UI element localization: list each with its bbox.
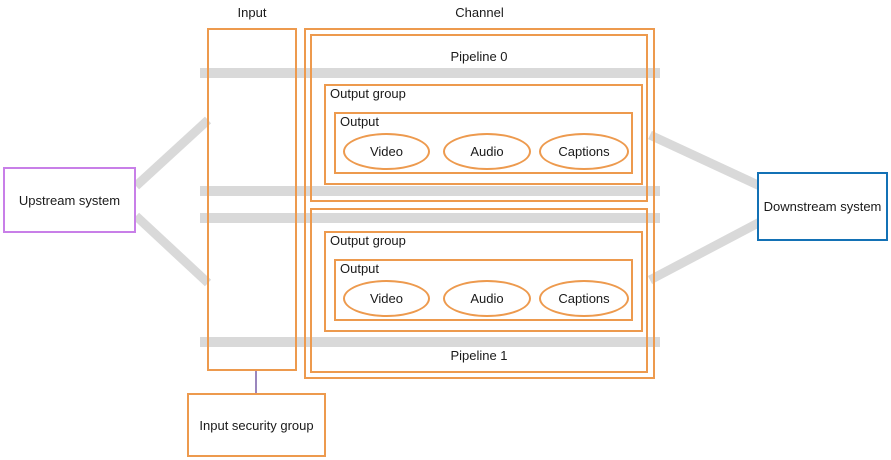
pipeline-0-stream-video[interactable]: Video (343, 133, 430, 170)
input-security-group-label: Input security group (199, 417, 314, 433)
pipeline-0-stream-captions[interactable]: Captions (539, 133, 629, 170)
downstream-system-label: Downstream system (763, 199, 882, 214)
pipeline-0-output-box[interactable] (334, 112, 633, 174)
wire-upstream-to-pipeline0 (132, 116, 212, 190)
pipeline-0-label: Pipeline 0 (450, 49, 508, 64)
pipeline-0-stream-audio[interactable]: Audio (443, 133, 531, 170)
wire-pipeline0-to-downstream (648, 130, 762, 191)
pipeline-1-output-box[interactable] (334, 259, 633, 321)
downstream-system-box[interactable] (757, 172, 888, 241)
input-box[interactable] (207, 28, 297, 371)
pipeline-1-label: Pipeline 1 (450, 348, 508, 363)
pipeline-0-output-label: Output (338, 114, 382, 129)
input-heading: Input (237, 5, 267, 20)
pipeline-1-stream-video[interactable]: Video (343, 280, 430, 317)
channel-box[interactable] (304, 28, 655, 379)
pipeline-0-output-group-box[interactable] (324, 84, 643, 185)
upstream-system-label: Upstream system (18, 192, 121, 208)
channel-heading: Channel (455, 5, 504, 20)
pipeline-1-stream-audio[interactable]: Audio (443, 280, 531, 317)
pipeline-1-output-label: Output (338, 261, 382, 276)
pipeline-1-stream-captions[interactable]: Captions (539, 280, 629, 317)
wire-pipeline1-to-downstream (647, 218, 763, 284)
pipeline-1-box[interactable] (310, 208, 648, 373)
upstream-system-box[interactable] (3, 167, 136, 233)
pipeline-1-output-group-box[interactable] (324, 231, 643, 332)
pipeline-0-output-group-label: Output group (328, 86, 408, 101)
input-security-group-box[interactable] (187, 393, 326, 457)
pipeline-1-output-group-label: Output group (328, 233, 408, 248)
pipeline-0-box[interactable] (310, 34, 648, 202)
wire-upstream-to-pipeline1 (132, 212, 212, 287)
